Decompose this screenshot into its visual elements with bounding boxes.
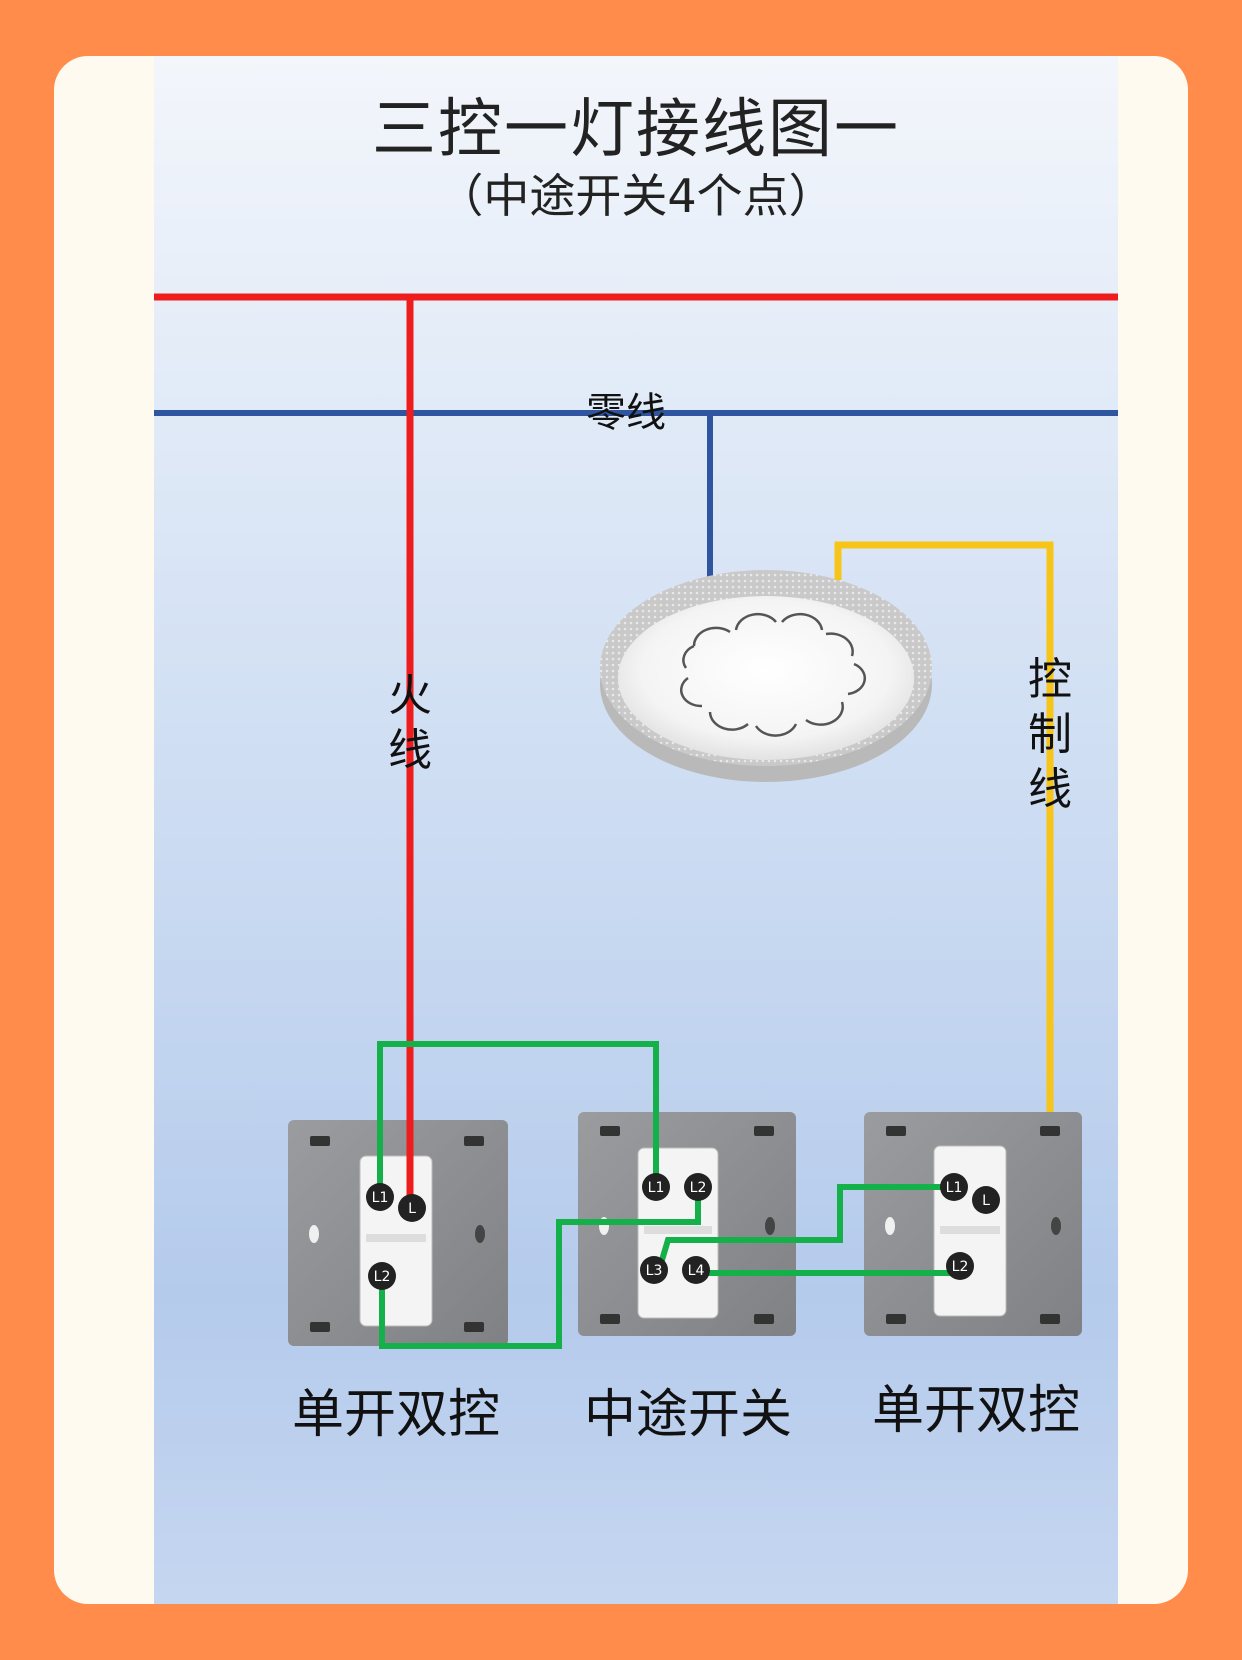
diagram-panel: L1 L L2 L1 L2 L3 L4 L1 L L2 三控一灯接线图一 （中途… [154, 56, 1118, 1604]
terminal-right-l1: L1 [940, 1173, 968, 1201]
terminal-mid-l1: L1 [642, 1173, 670, 1201]
wiring-diagram: L1 L L2 L1 L2 L3 L4 L1 L L2 [154, 293, 1118, 1349]
neutral-wire-label: 零线 [586, 390, 666, 436]
switch-plate-right [864, 1112, 1082, 1336]
terminal-mid-l2: L2 [684, 1173, 712, 1201]
terminal-label: L1 [946, 1180, 963, 1196]
terminal-label: L1 [648, 1180, 665, 1196]
control-wire-label-char: 线 [1028, 764, 1072, 815]
card: L1 L L2 L1 L2 L3 L4 L1 L L2 三控一灯接线图一 （中途… [54, 56, 1188, 1604]
terminal-mid-l3: L3 [640, 1256, 668, 1284]
terminal-left-l1: L1 [366, 1183, 394, 1211]
switch-label-left: 单开双控 [291, 1385, 500, 1445]
terminal-label: L2 [952, 1259, 969, 1275]
switch-label-middle: 中途开关 [583, 1385, 792, 1445]
traveler-l3-l1 [656, 1184, 954, 1271]
terminal-right-l2: L2 [946, 1252, 974, 1280]
traveler-l2-l2 [379, 1186, 701, 1349]
terminal-label: L3 [646, 1263, 663, 1279]
terminal-label: L [982, 1193, 990, 1209]
switch-plate-left [288, 1120, 508, 1346]
terminal-mid-l4: L4 [682, 1256, 710, 1284]
page-subtitle: （中途开关4个点） [437, 169, 835, 223]
terminal-label: L1 [372, 1190, 389, 1206]
terminal-right-l: L [972, 1186, 1000, 1214]
control-wire-label-char: 控 [1028, 654, 1072, 705]
terminal-left-l2: L2 [368, 1262, 396, 1290]
live-wire-label: 火 线 [380, 668, 440, 778]
traveler-l1-l1 [377, 1041, 659, 1196]
terminal-label: L2 [690, 1180, 707, 1196]
terminal-left-l: L [398, 1194, 426, 1222]
terminal-label: L [408, 1201, 416, 1217]
ceiling-lamp [600, 570, 932, 782]
live-wire-label-char: 火 [388, 670, 432, 721]
terminal-label: L2 [374, 1269, 391, 1285]
live-wire-label-char: 线 [388, 725, 432, 776]
control-wire-label-char: 制 [1028, 709, 1072, 760]
control-wire-label: 控 制 线 [1020, 652, 1080, 817]
switch-label-right: 单开双控 [871, 1381, 1080, 1441]
page-title: 三控一灯接线图一 [372, 93, 900, 167]
terminal-label: L4 [688, 1263, 705, 1279]
